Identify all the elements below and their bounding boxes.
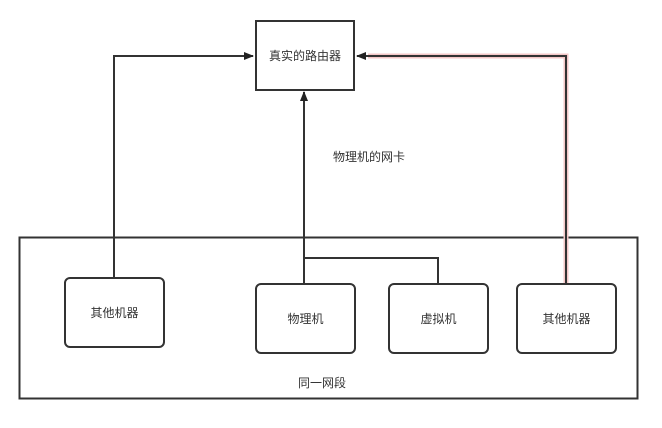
node-vm[interactable]: 虚拟机 (388, 283, 489, 354)
nic-label: 物理机的网卡 (333, 150, 406, 164)
edge-other-left-to-router (113, 52, 254, 277)
node-physical[interactable]: 物理机 (255, 283, 356, 354)
router-label: 真实的路由器 (268, 49, 341, 63)
node-other-right[interactable]: 其他机器 (516, 283, 617, 354)
segment-label: 同一网段 (298, 376, 347, 390)
node-label: 其他机器 (542, 312, 591, 326)
node-other-left[interactable]: 其他机器 (64, 277, 165, 348)
node-label: 其他机器 (90, 306, 139, 320)
edge-other-right-to-router (356, 52, 567, 283)
edge-other-right-highlight (368, 53, 569, 283)
node-label: 物理机 (287, 312, 324, 326)
segment-container (18, 236, 639, 400)
edge-vm-to-physical (304, 257, 439, 283)
node-label: 虚拟机 (420, 312, 457, 326)
router-node[interactable]: 真实的路由器 (255, 20, 355, 91)
